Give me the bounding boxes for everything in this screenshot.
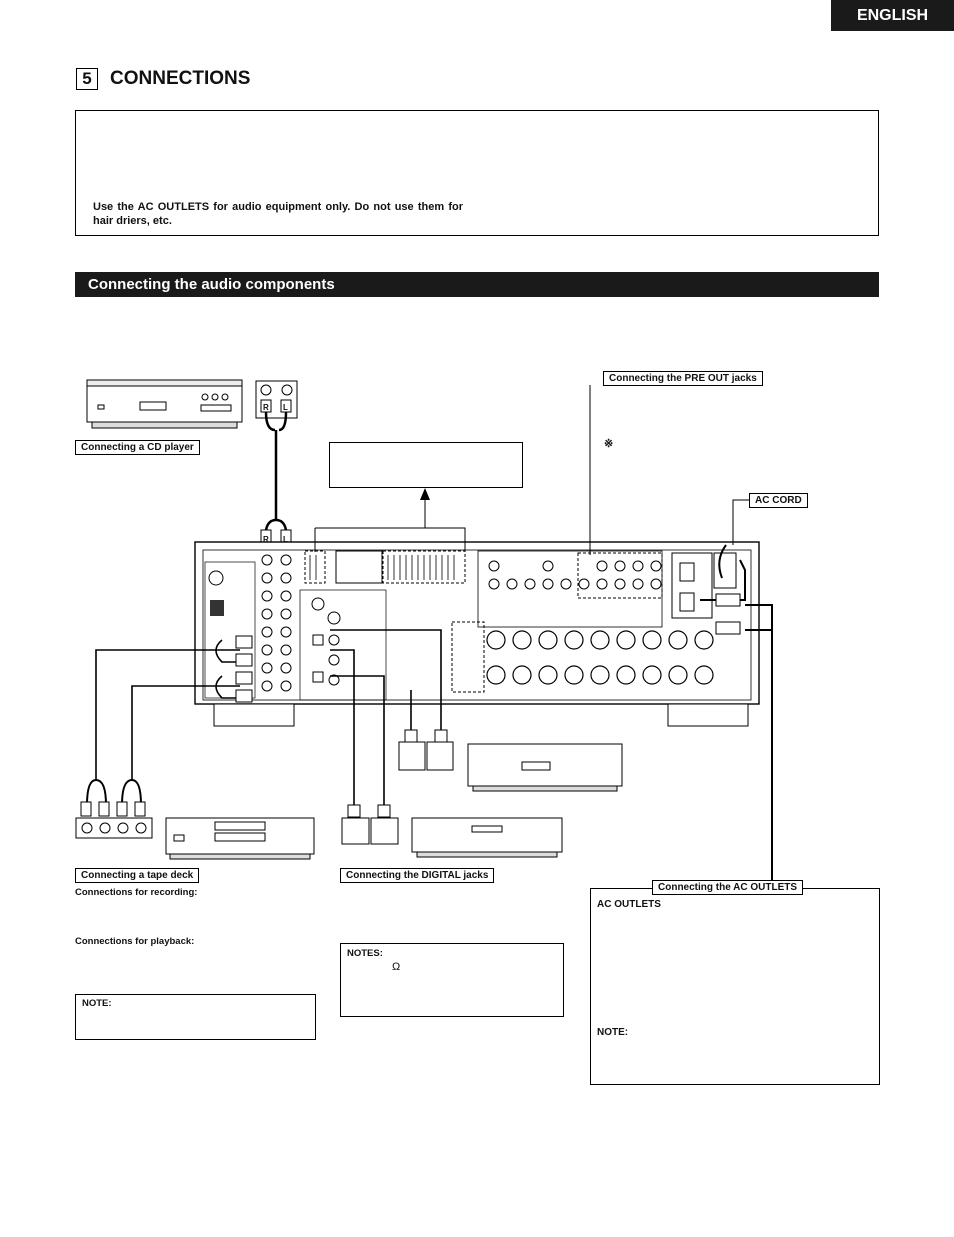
digital-notes-heading: NOTES: <box>347 948 383 959</box>
label-ac-cord: AC CORD <box>749 493 808 508</box>
tape-deck-illustration <box>165 817 315 860</box>
md-recorder-illustration <box>411 817 563 858</box>
ac-outlets-box: AC OUTLETS NOTE: <box>590 888 880 1085</box>
caution-box: Use the AC OUTLETS for audio equipment o… <box>75 110 879 236</box>
label-tape-deck: Connecting a tape deck <box>75 868 200 883</box>
callout-box <box>329 442 523 488</box>
ac-outlets-note: NOTE: <box>597 1027 629 1038</box>
caution-text: Use the AC OUTLETS for audio equipment o… <box>93 201 463 227</box>
cd-plug-l: L <box>283 403 288 412</box>
ohm-symbol: Ω <box>392 961 401 973</box>
tape-recording-note: Connections for recording: <box>75 887 198 898</box>
cd-input-plug-r: R <box>263 535 269 544</box>
ac-outlets-heading: AC OUTLETS <box>597 899 661 910</box>
language-tab: ENGLISH <box>831 0 954 31</box>
cd-plug-r: R <box>263 403 269 412</box>
tape-playback-note: Connections for playback: <box>75 936 195 947</box>
label-digital-jacks: Connecting the DIGITAL jacks <box>340 868 495 883</box>
dvd-player-illustration <box>467 743 623 792</box>
cd-input-plug-l: L <box>283 535 288 544</box>
tape-note-box: NOTE: <box>75 994 316 1040</box>
label-cd-player: Connecting a CD player <box>75 440 200 455</box>
subsection-banner: Connecting the audio components <box>75 272 879 297</box>
label-ac-outlets: Connecting the AC OUTLETS <box>652 880 804 895</box>
cd-player-illustration <box>86 379 243 429</box>
section-number: 5 <box>76 68 98 90</box>
digital-notes-box: NOTES: Ω <box>340 943 564 1017</box>
tape-note-heading: NOTE: <box>82 998 112 1009</box>
section-title: CONNECTIONS <box>110 68 251 89</box>
label-pre-out: Connecting the PRE OUT jacks <box>603 371 763 386</box>
pre-out-mark: ※ <box>604 438 614 450</box>
